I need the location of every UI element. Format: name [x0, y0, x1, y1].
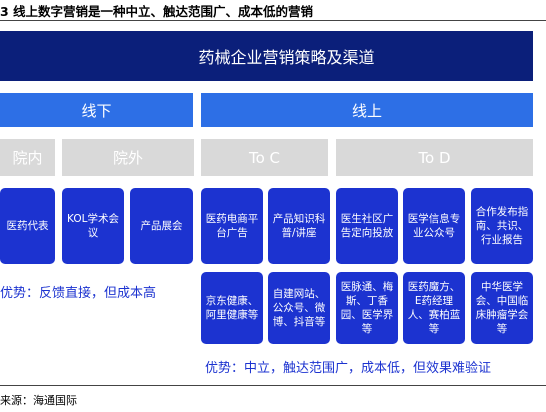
title-banner: 药械企业营销策略及渠道 — [0, 31, 533, 81]
online-advantage: 优势：中立，触达范围广，成本低，但效果难验证 — [205, 361, 492, 376]
bottom-divider — [0, 385, 546, 386]
channel-box: 医生社区广告定向投放 — [336, 188, 398, 264]
offline-advantage: 优势：反馈直接，但成本高 — [0, 286, 157, 301]
to-d-header: To D — [336, 139, 533, 176]
top-divider — [0, 20, 546, 21]
figure-caption: 3 线上数字营销是一种中立、触达范围广、成本低的营销 — [0, 4, 314, 19]
channel-box: 医药代表 — [0, 188, 55, 264]
channel-box: 合作发布指南、共识、行业报告 — [471, 188, 533, 264]
source-note: 来源：海通国际 — [0, 394, 77, 407]
to-c-header: To C — [201, 139, 328, 176]
in-hospital-header: 院内 — [0, 139, 55, 176]
channel-box: KOL学术会议 — [62, 188, 124, 264]
channel-box: 医药魔方、E药经理人、赛柏蓝等 — [403, 272, 465, 344]
channel-box: 医脉通、梅斯、丁香园、医学界等 — [336, 272, 398, 344]
channel-box: 产品展会 — [130, 188, 193, 264]
channel-box: 产品知识科普/讲座 — [268, 188, 330, 264]
channel-box: 中华医学会、中国临床肿瘤学会等 — [471, 272, 533, 344]
channel-box: 医学信息专业公众号 — [403, 188, 465, 264]
channel-box: 医药电商平台广告 — [201, 188, 263, 264]
out-hospital-header: 院外 — [62, 139, 194, 176]
online-band: 线上 — [201, 93, 533, 127]
channel-box: 京东健康、阿里健康等 — [201, 272, 263, 344]
channel-box: 自建网站、公众号、微博、抖音等 — [268, 272, 330, 344]
offline-band: 线下 — [0, 93, 193, 127]
